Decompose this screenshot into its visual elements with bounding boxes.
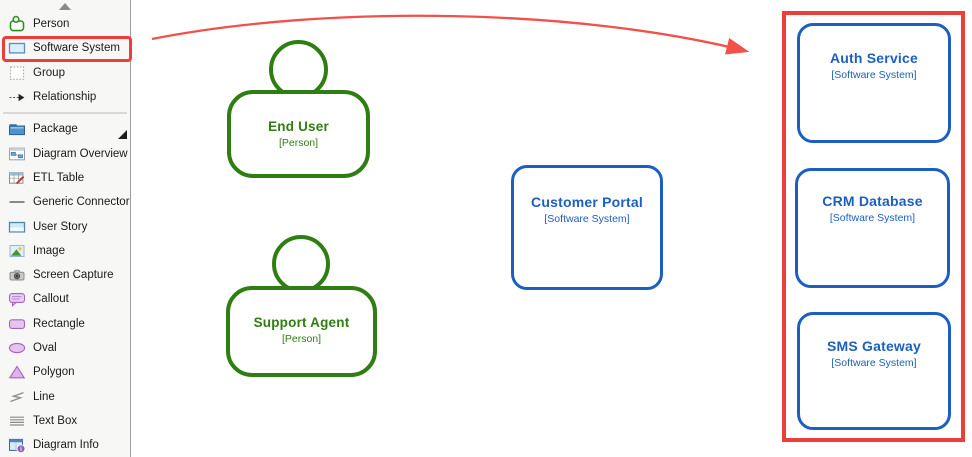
- person-body: End User [Person]: [227, 90, 370, 178]
- sidebar-item-rectangle[interactable]: Rectangle: [0, 312, 130, 336]
- sidebar-item-label: Callout: [33, 293, 69, 306]
- person-node-support-agent[interactable]: Support Agent [Person]: [226, 235, 377, 377]
- node-type-label: [Software System]: [831, 69, 917, 81]
- callout-icon: [8, 290, 26, 308]
- diagram-overview-icon: [8, 145, 26, 163]
- person-icon: [8, 15, 26, 33]
- oval-icon: [8, 339, 26, 357]
- generic-connector-icon: [8, 193, 26, 211]
- sidebar-item-user-story[interactable]: User Story: [0, 214, 130, 238]
- node-title: End User: [268, 119, 329, 134]
- sidebar-item-polygon[interactable]: Polygon: [0, 360, 130, 384]
- person-head-icon: [272, 235, 330, 293]
- sidebar-item-text-box[interactable]: Text Box: [0, 409, 130, 433]
- sidebar-item-diagram-overview[interactable]: Diagram Overview: [0, 141, 130, 165]
- svg-text:i: i: [20, 446, 22, 453]
- sidebar-item-label: Polygon: [33, 366, 75, 379]
- sidebar-item-screen-capture[interactable]: Screen Capture: [0, 263, 130, 287]
- node-title: Auth Service: [830, 50, 918, 66]
- polygon-icon: [8, 363, 26, 381]
- person-body: Support Agent [Person]: [226, 286, 377, 377]
- sidebar-item-oval[interactable]: Oval: [0, 336, 130, 360]
- sidebar-item-label: Relationship: [33, 91, 97, 104]
- software-system-icon: [8, 39, 26, 57]
- system-node-crm-database[interactable]: CRM Database [Software System]: [795, 168, 950, 288]
- image-icon: [8, 242, 26, 260]
- sidebar-item-label: Image: [33, 244, 65, 257]
- sidebar-item-label: Person: [33, 18, 70, 31]
- sidebar-item-label: Screen Capture: [33, 269, 114, 282]
- person-node-end-user[interactable]: End User [Person]: [227, 40, 370, 178]
- diagram-info-icon: i: [8, 436, 26, 454]
- system-node-customer-portal[interactable]: Customer Portal [Software System]: [511, 165, 663, 290]
- sidebar-item-label: Diagram Overview: [33, 147, 128, 160]
- node-type-label: [Software System]: [831, 357, 917, 369]
- node-title: Customer Portal: [531, 194, 643, 210]
- sidebar-item-person[interactable]: Person: [0, 12, 130, 36]
- package-icon: [8, 120, 26, 138]
- node-type-label: [Person]: [281, 333, 322, 345]
- rectangle-icon: [8, 315, 26, 333]
- etl-table-icon: [8, 169, 26, 187]
- screen-capture-icon: [8, 266, 26, 284]
- sidebar-item-label: Line: [33, 390, 55, 403]
- sidebar-item-label: Software System: [33, 42, 120, 55]
- node-type-label: [Software System]: [829, 212, 916, 224]
- sidebar-item-label: Package: [33, 123, 78, 136]
- sidebar-item-label: User Story: [33, 220, 88, 233]
- sidebar-item-diagram-info[interactable]: i Diagram Info: [0, 433, 130, 457]
- palette-section-divider: [0, 109, 130, 117]
- palette-scroll-up[interactable]: [0, 0, 130, 12]
- sidebar-item-package[interactable]: Package: [0, 117, 130, 141]
- diagram-canvas[interactable]: End User [Person] Support Agent [Person]…: [131, 0, 972, 457]
- sidebar-item-etl-table[interactable]: ETL Table: [0, 166, 130, 190]
- line-icon: [8, 388, 26, 406]
- sidebar-item-generic-connector[interactable]: Generic Connector: [0, 190, 130, 214]
- sidebar-item-software-system[interactable]: Software System: [0, 36, 130, 60]
- sidebar-item-label: ETL Table: [33, 171, 85, 184]
- node-title: SMS Gateway: [826, 338, 921, 354]
- relationship-icon: [8, 88, 26, 106]
- sidebar-item-label: Oval: [33, 342, 57, 354]
- user-story-icon: [8, 218, 26, 236]
- node-type-label: [Software System]: [544, 213, 630, 225]
- system-node-auth-service[interactable]: Auth Service [Software System]: [797, 23, 951, 143]
- sidebar-item-callout[interactable]: Callout: [0, 287, 130, 311]
- node-title: CRM Database: [822, 193, 923, 209]
- sidebar-item-relationship[interactable]: Relationship: [0, 85, 130, 109]
- sidebar-item-label: Diagram Info: [33, 439, 99, 452]
- shape-palette-sidebar: Person Software System Group Relationshi…: [0, 0, 131, 457]
- node-type-label: [Person]: [278, 137, 319, 149]
- submenu-indicator-icon[interactable]: [118, 130, 127, 140]
- scroll-up-icon: [59, 2, 71, 10]
- sidebar-item-label: Generic Connector: [33, 196, 130, 209]
- node-title: Support Agent: [253, 315, 350, 330]
- sidebar-item-group[interactable]: Group: [0, 61, 130, 85]
- group-icon: [8, 64, 26, 82]
- text-box-icon: [8, 412, 26, 430]
- sidebar-item-line[interactable]: Line: [0, 384, 130, 408]
- system-node-sms-gateway[interactable]: SMS Gateway [Software System]: [797, 312, 951, 430]
- sidebar-item-label: Rectangle: [33, 317, 85, 330]
- sidebar-item-label: Text Box: [33, 414, 78, 427]
- sidebar-item-label: Group: [33, 66, 65, 79]
- sidebar-item-image[interactable]: Image: [0, 239, 130, 263]
